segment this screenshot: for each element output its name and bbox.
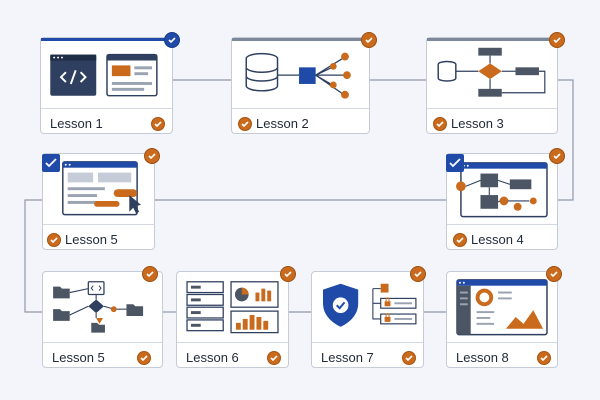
lesson-card-8[interactable]: Lesson 8 xyxy=(446,266,562,368)
card-divider xyxy=(447,224,557,225)
lesson-card-3[interactable]: Lesson 3 xyxy=(426,32,565,134)
completed-check-icon xyxy=(137,351,151,365)
card-accent-bar xyxy=(427,38,557,41)
corner-check-icon xyxy=(164,32,180,48)
completed-check-icon xyxy=(47,233,61,247)
corner-check-icon xyxy=(361,32,377,48)
lesson-card-4[interactable]: Lesson 4 xyxy=(446,148,565,250)
card-divider xyxy=(43,224,154,225)
corner-check-icon xyxy=(549,148,565,164)
completed-check-icon xyxy=(151,117,165,131)
card-divider xyxy=(232,108,369,109)
completed-check-icon xyxy=(453,233,467,247)
lesson-card-6[interactable]: Lesson 6 xyxy=(176,266,296,368)
card-divider xyxy=(427,108,557,109)
lesson-label: Lesson 1 xyxy=(50,116,103,131)
database-network-icon xyxy=(245,52,351,99)
card-divider xyxy=(312,342,423,343)
completed-check-icon xyxy=(402,351,416,365)
security-shield-icon xyxy=(323,283,417,327)
process-flow-window-icon xyxy=(456,162,548,218)
card-accent-bar xyxy=(232,38,369,41)
corner-check-icon xyxy=(549,32,565,48)
completed-check-icon xyxy=(433,117,447,131)
card-divider xyxy=(447,342,557,343)
lesson-card-5b[interactable]: Lesson 5 xyxy=(42,266,163,368)
lesson-label: Lesson 8 xyxy=(456,350,509,365)
lesson-label: Lesson 6 xyxy=(186,350,239,365)
lesson-label: Lesson 7 xyxy=(321,350,374,365)
corner-check-icon xyxy=(280,266,296,282)
lesson-card-7[interactable]: Lesson 7 xyxy=(311,266,426,368)
corner-check-icon xyxy=(42,154,60,172)
lesson-label: Lesson 4 xyxy=(471,232,524,247)
card-divider xyxy=(41,108,172,109)
card-divider xyxy=(177,342,288,343)
lesson-card-2[interactable]: Lesson 2 xyxy=(231,32,377,134)
flowchart-icon xyxy=(437,47,546,97)
dashboard-window-icon xyxy=(456,279,548,336)
lesson-card-5[interactable]: Lesson 5 xyxy=(42,148,160,250)
lesson-card-1[interactable]: Lesson 1 xyxy=(40,32,180,134)
card-divider xyxy=(43,342,162,343)
lesson-label: Lesson 3 xyxy=(451,116,504,131)
browser-click-icon xyxy=(62,161,142,216)
corner-check-icon xyxy=(446,154,464,172)
corner-check-icon xyxy=(142,266,158,282)
completed-check-icon xyxy=(238,117,252,131)
corner-check-icon xyxy=(410,266,426,282)
completed-check-icon xyxy=(537,351,551,365)
corner-check-icon xyxy=(144,148,160,164)
corner-check-icon xyxy=(546,266,562,282)
file-workflow-icon xyxy=(53,281,144,333)
card-accent-bar xyxy=(41,38,172,41)
code-window-icon xyxy=(50,53,158,97)
lesson-label: Lesson 2 xyxy=(256,116,309,131)
completed-check-icon xyxy=(267,351,281,365)
server-analytics-icon xyxy=(186,281,279,334)
lesson-label: Lesson 5 xyxy=(52,350,105,365)
lesson-label: Lesson 5 xyxy=(65,232,118,247)
